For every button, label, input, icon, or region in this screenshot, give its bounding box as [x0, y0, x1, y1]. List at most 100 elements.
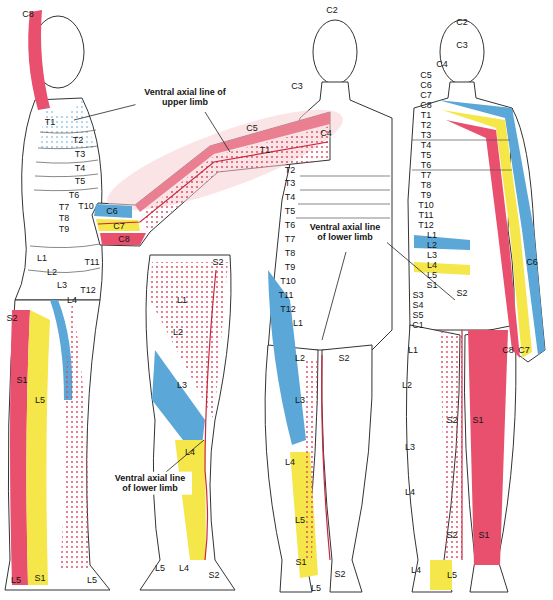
dermatome-label: S1: [426, 281, 437, 290]
dermatome-label: T3: [285, 179, 296, 188]
dermatome-label: C4: [320, 129, 332, 138]
dermatome-label: C5: [246, 124, 258, 133]
dermatome-label: C7: [420, 91, 432, 100]
dermatome-label: L4: [285, 458, 295, 467]
dermatome-label: T10: [78, 202, 94, 211]
callout-text: Ventral axial line of lower limb: [108, 472, 192, 495]
dermatome-label: L5: [35, 396, 45, 405]
dermatome-label: T2: [421, 121, 432, 130]
dermatome-label: T3: [75, 150, 86, 159]
dermatome-label: T11: [279, 291, 294, 300]
dermatome-label: T12: [418, 221, 434, 230]
dermatome-label: L5: [155, 564, 165, 573]
dermatome-label: L4: [411, 566, 421, 575]
dermatome-label: C6: [526, 258, 538, 267]
dermatome-label: L2: [402, 381, 412, 390]
dermatome-label: T10: [280, 277, 296, 286]
dermatome-label: L2: [47, 268, 57, 277]
dermatome-label: T8: [421, 181, 432, 190]
dermatome-label: L2: [427, 241, 437, 250]
dermatome-label: T9: [285, 263, 296, 272]
dermatome-label: T7: [59, 203, 70, 212]
dermatome-label: L5: [447, 571, 457, 580]
dermatome-label: L4: [185, 448, 195, 457]
dermatome-label: L1: [177, 296, 187, 305]
dermatome-label: C1: [412, 321, 424, 330]
dermatome-label: L3: [177, 381, 187, 390]
dermatome-label: S2: [446, 531, 457, 540]
dermatome-label: L3: [405, 443, 415, 452]
dermatome-label: L4: [67, 296, 77, 305]
dermatome-label: C5: [420, 71, 432, 80]
dermatome-label: S5: [412, 311, 423, 320]
dermatome-label: T6: [421, 161, 432, 170]
dermatome-label: S4: [412, 301, 423, 310]
dermatome-label: T1: [45, 118, 56, 127]
dermatome-label: T5: [285, 207, 296, 216]
dermatome-label: L2: [173, 328, 183, 337]
dermatome-label: T10: [418, 201, 434, 210]
dermatome-label: S1: [472, 416, 483, 425]
dermatome-label: T1: [260, 146, 271, 155]
dermatome-label: L4: [405, 488, 415, 497]
dermatome-label: C2: [326, 6, 338, 15]
dermatome-label: C8: [118, 235, 130, 244]
dermatome-label: T4: [285, 193, 296, 202]
dermatome-label: T12: [280, 305, 296, 314]
dermatome-label: S1: [478, 531, 489, 540]
dermatome-label: S2: [212, 258, 223, 267]
dermatome-label: C8: [22, 10, 34, 19]
dermatome-label: C6: [420, 81, 432, 90]
dermatome-label: T9: [421, 191, 432, 200]
dermatome-label: T2: [73, 136, 84, 145]
dermatome-label: T11: [85, 258, 100, 267]
dermatome-label: T2: [285, 166, 296, 175]
dermatome-label: S1: [34, 574, 45, 583]
dermatome-label: L5: [87, 576, 97, 585]
dermatome-label: T3: [421, 131, 432, 140]
dermatome-label: S2: [338, 354, 349, 363]
dermatome-label: L5: [11, 576, 21, 585]
dermatome-label: T5: [421, 151, 432, 160]
dermatome-label: L5: [295, 516, 305, 525]
dermatome-label: T1: [421, 111, 432, 120]
dermatome-label: C8: [420, 101, 432, 110]
dermatome-label: C3: [291, 82, 303, 91]
dermatome-label: L2: [295, 354, 305, 363]
dermatome-label: T8: [59, 214, 70, 223]
dermatome-label: T7: [285, 235, 296, 244]
dermatome-label: T12: [80, 286, 96, 295]
dermatome-label: L3: [295, 396, 305, 405]
dermatome-label: S2: [446, 416, 457, 425]
dermatome-label: T11: [419, 211, 434, 220]
dermatome-label: C4: [436, 60, 448, 69]
dermatome-label: C8: [502, 346, 514, 355]
dermatome-label: T6: [69, 191, 80, 200]
dermatome-label: T6: [285, 221, 296, 230]
callout-text: Ventral axial line of upper limb: [136, 86, 235, 109]
dermatome-label: L3: [427, 251, 437, 260]
dermatome-label: S2: [456, 289, 467, 298]
dermatome-label: T9: [59, 225, 70, 234]
dermatome-label: C7: [113, 222, 125, 231]
dermatome-label: L3: [57, 281, 67, 290]
dermatome-label: L5: [427, 271, 437, 280]
dermatome-label: S2: [334, 570, 345, 579]
dermatome-label: L1: [293, 319, 303, 328]
dermatome-label: L1: [427, 231, 437, 240]
dermatome-label: T4: [75, 164, 86, 173]
dermatome-label: L4: [427, 261, 437, 270]
dermatome-label: T7: [421, 171, 432, 180]
dermatome-label: L1: [408, 346, 418, 355]
dermatome-label: L1: [37, 254, 47, 263]
dermatome-label: S1: [16, 376, 27, 385]
dermatome-label: S3: [412, 291, 423, 300]
dermatome-label: C3: [456, 41, 468, 50]
dermatome-label: C6: [106, 207, 118, 216]
dermatome-label: T8: [285, 249, 296, 258]
dermatome-label: S1: [295, 558, 306, 567]
dermatome-label: C2: [456, 18, 468, 27]
dermatome-label: T5: [75, 177, 86, 186]
